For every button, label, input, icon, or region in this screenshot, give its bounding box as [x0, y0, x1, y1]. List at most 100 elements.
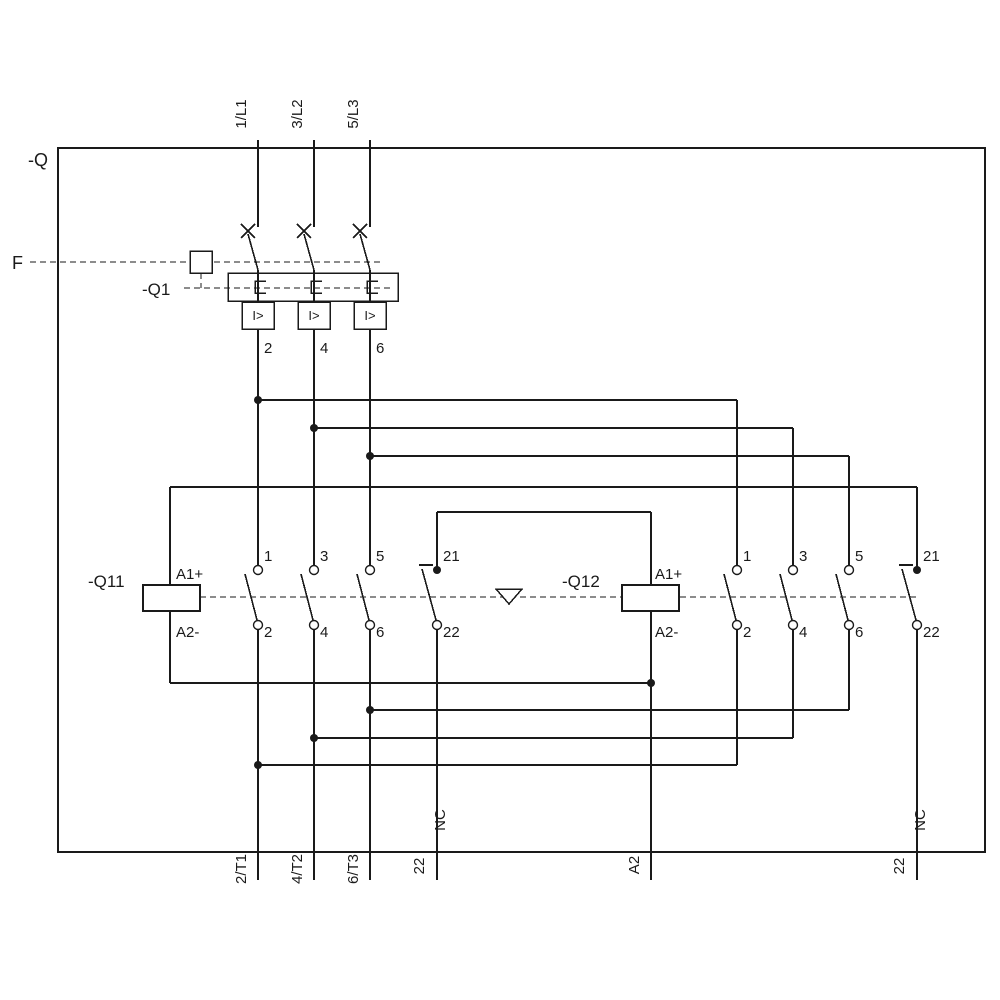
q11-coil-a2-label: A2- [176, 624, 199, 641]
contact-blades [244, 564, 917, 621]
mechanical-interlock-icon [494, 588, 524, 606]
q12-num-5: 5 [855, 548, 863, 565]
q11-term-2 [252, 619, 264, 631]
q11-num-4: 4 [320, 624, 328, 641]
q12-term-4 [787, 619, 799, 631]
enclosure-frame [57, 147, 986, 853]
q12-label: -Q12 [562, 572, 600, 591]
breaker-blade-2 [303, 233, 315, 271]
q12-aux-out-terminal: 22 [891, 858, 908, 875]
breaker-blade-1 [247, 233, 259, 271]
q12-coil-box [621, 584, 680, 612]
q11-term-6 [364, 619, 376, 631]
breaker-out-2: 2 [264, 340, 272, 357]
junction-phase2-top [310, 424, 318, 432]
supply-label-l2: 3/L2 [289, 99, 306, 128]
overload-box-1 [241, 301, 275, 330]
output-label-t3: 6/T3 [345, 854, 362, 884]
output-label-t1: 2/T1 [233, 854, 250, 884]
q12-num-1: 1 [743, 548, 751, 565]
q12-aux-out-type: NC [912, 809, 929, 831]
q11-aux-out-type: NC [432, 809, 449, 831]
supply-label-l1: 1/L1 [233, 99, 250, 128]
q11-aux-blade [421, 568, 437, 621]
q12-num-6: 6 [855, 624, 863, 641]
dashed-lines [30, 261, 917, 598]
q12-coil-a1-label: A1+ [655, 566, 682, 583]
breaker-x1-b [240, 223, 256, 239]
solid-wires [169, 140, 918, 880]
q11-blade-1 [244, 573, 258, 621]
q11-num-21: 21 [443, 548, 460, 565]
q12-blade-1 [723, 573, 737, 621]
q12-num-22: 22 [923, 624, 940, 641]
junction-phase1-bottom [254, 761, 262, 769]
q12-term-5 [843, 564, 855, 576]
overload-trip-blocks [241, 301, 387, 330]
junction-phase1-top [254, 396, 262, 404]
q11-term-22 [431, 619, 443, 631]
q11-label: -Q11 [88, 572, 125, 591]
q11-num-3: 3 [320, 548, 328, 565]
q11-term-5 [364, 564, 376, 576]
q11-term-1 [252, 564, 264, 576]
q12-blade-3 [779, 573, 793, 621]
q12-term-22 [911, 619, 923, 631]
frame-label: -Q [28, 150, 48, 170]
overload-box-2 [297, 301, 331, 330]
junction-q12-aux21 [913, 566, 921, 574]
breaker-latch-symbols [254, 280, 378, 294]
breaker-out-6: 6 [376, 340, 384, 357]
latch-symbol-2 [310, 280, 322, 294]
overload-box-3 [353, 301, 387, 330]
q11-num-1: 1 [264, 548, 272, 565]
q12-num-3: 3 [799, 548, 807, 565]
junction-a2 [647, 679, 655, 687]
q12-aux-blade [901, 568, 917, 621]
q12-term-1 [731, 564, 743, 576]
q11-term-3 [308, 564, 320, 576]
breaker-x3-b [352, 223, 368, 239]
breaker-contacts [240, 223, 371, 271]
breaker-blade-3 [359, 233, 371, 271]
q12-term-3 [787, 564, 799, 576]
overload-symbol-1: I> [252, 308, 263, 323]
q12-num-4: 4 [799, 624, 807, 641]
overload-symbol-2: I> [308, 308, 319, 323]
q11-coil-a1-label: A1+ [176, 566, 203, 583]
q11-num-5: 5 [376, 548, 384, 565]
junction-phase3-bottom [366, 706, 374, 714]
q11-blade-3 [300, 573, 314, 621]
q11-coil-box [142, 584, 201, 612]
supply-label-l3: 5/L3 [345, 99, 362, 128]
output-label-t2: 4/T2 [289, 854, 306, 884]
q11-aux-out-terminal: 22 [411, 858, 428, 875]
terminal-circles [252, 564, 923, 631]
q11-blade-5 [356, 573, 370, 621]
coil-return-label: A2 [626, 856, 643, 874]
q12-num-2: 2 [743, 624, 751, 641]
junction-phase3-top [366, 452, 374, 460]
junction-q11-aux21 [433, 566, 441, 574]
q12-term-2 [731, 619, 743, 631]
overload-symbol-3: I> [364, 308, 375, 323]
latch-symbol-1 [254, 280, 266, 294]
latch-symbol-3 [366, 280, 378, 294]
q12-num-21: 21 [923, 548, 940, 565]
breaker-mechanism-box [227, 272, 399, 302]
q12-blade-5 [835, 573, 849, 621]
junction-dots [254, 396, 921, 769]
q11-term-4 [308, 619, 320, 631]
q12-term-6 [843, 619, 855, 631]
q11-num-2: 2 [264, 624, 272, 641]
q12-coil-a2-label: A2- [655, 624, 678, 641]
junction-phase2-bottom [310, 734, 318, 742]
breaker-label: -Q1 [142, 280, 170, 299]
trip-line-label: F [12, 253, 23, 273]
breaker-x2-b [296, 223, 312, 239]
breaker-out-4: 4 [320, 340, 328, 357]
q11-num-22: 22 [443, 624, 460, 641]
trip-device-square [189, 250, 213, 274]
